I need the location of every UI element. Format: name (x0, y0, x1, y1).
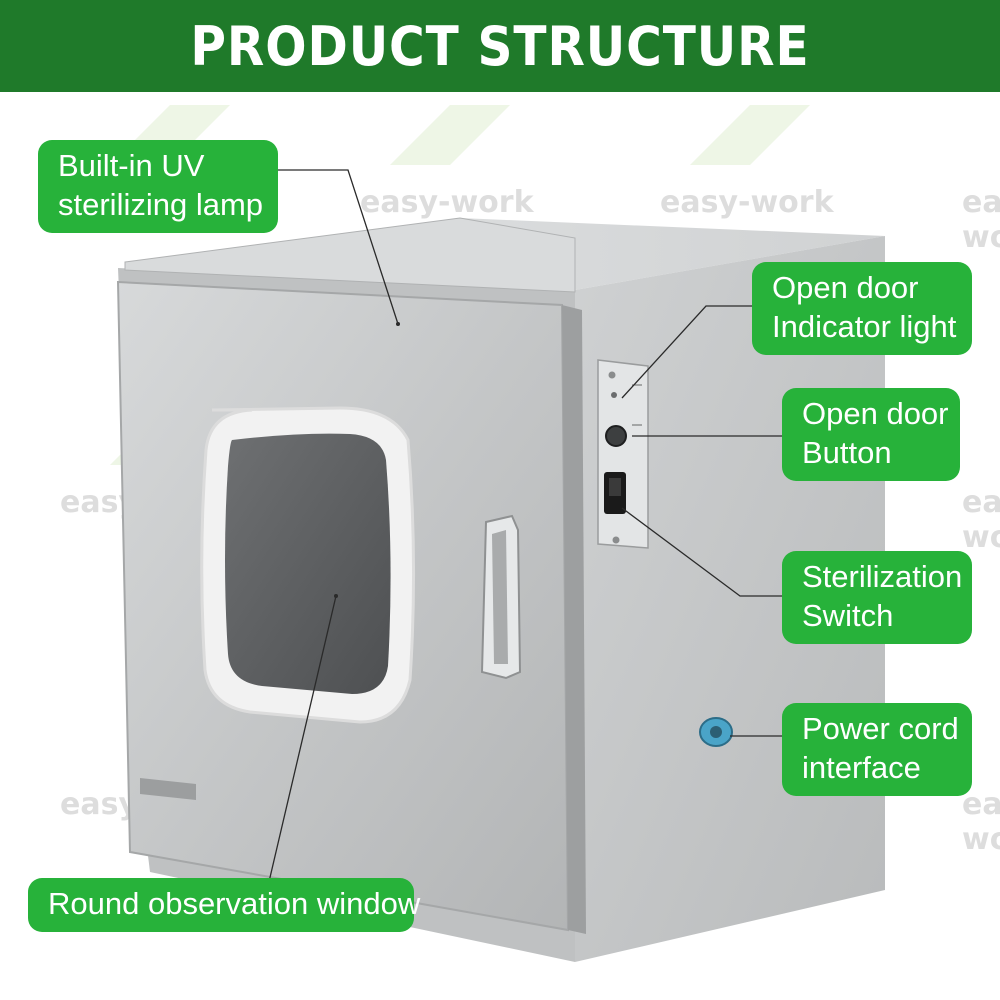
callout-door-button: Open door Button (782, 388, 960, 481)
callout-uv-lamp: Built-in UV sterilizing lamp (38, 140, 278, 233)
callout-line: Open door (772, 270, 919, 305)
callout-indicator-light: Open door Indicator light (752, 262, 972, 355)
callout-line: Sterilization (802, 559, 963, 594)
control-plate (597, 359, 649, 549)
callout-line: Round observation window (48, 886, 421, 921)
power-port-icon (699, 717, 733, 747)
callout-line: Built-in UV (58, 148, 205, 183)
door-button-icon (605, 425, 627, 447)
observation-window-glass (225, 433, 391, 694)
callout-line: sterilizing lamp (58, 187, 264, 222)
page-title: PRODUCT STRUCTURE (190, 14, 810, 78)
callout-line: Open door (802, 396, 949, 431)
title-banner: PRODUCT STRUCTURE (0, 0, 1000, 92)
callout-sterilization-switch: Sterilization Switch (782, 551, 972, 644)
callout-line: interface (802, 750, 921, 785)
watermark: easy-work (962, 185, 1000, 255)
watermark: easy-work (660, 185, 834, 220)
watermark: easy-work (962, 485, 1000, 555)
callout-line: Power cord (802, 711, 959, 746)
callout-observation-window: Round observation window (28, 878, 421, 932)
watermark: easy-work (360, 185, 534, 220)
watermark: easy-work (962, 787, 1000, 857)
door-handle-icon (480, 514, 522, 680)
callout-line: Button (802, 435, 892, 470)
indicator-light-icon (611, 392, 617, 398)
leader-lines (267, 169, 782, 887)
callout-line: Indicator light (772, 309, 957, 344)
callout-power-cord: Power cord interface (782, 703, 972, 796)
callout-line: Switch (802, 598, 894, 633)
